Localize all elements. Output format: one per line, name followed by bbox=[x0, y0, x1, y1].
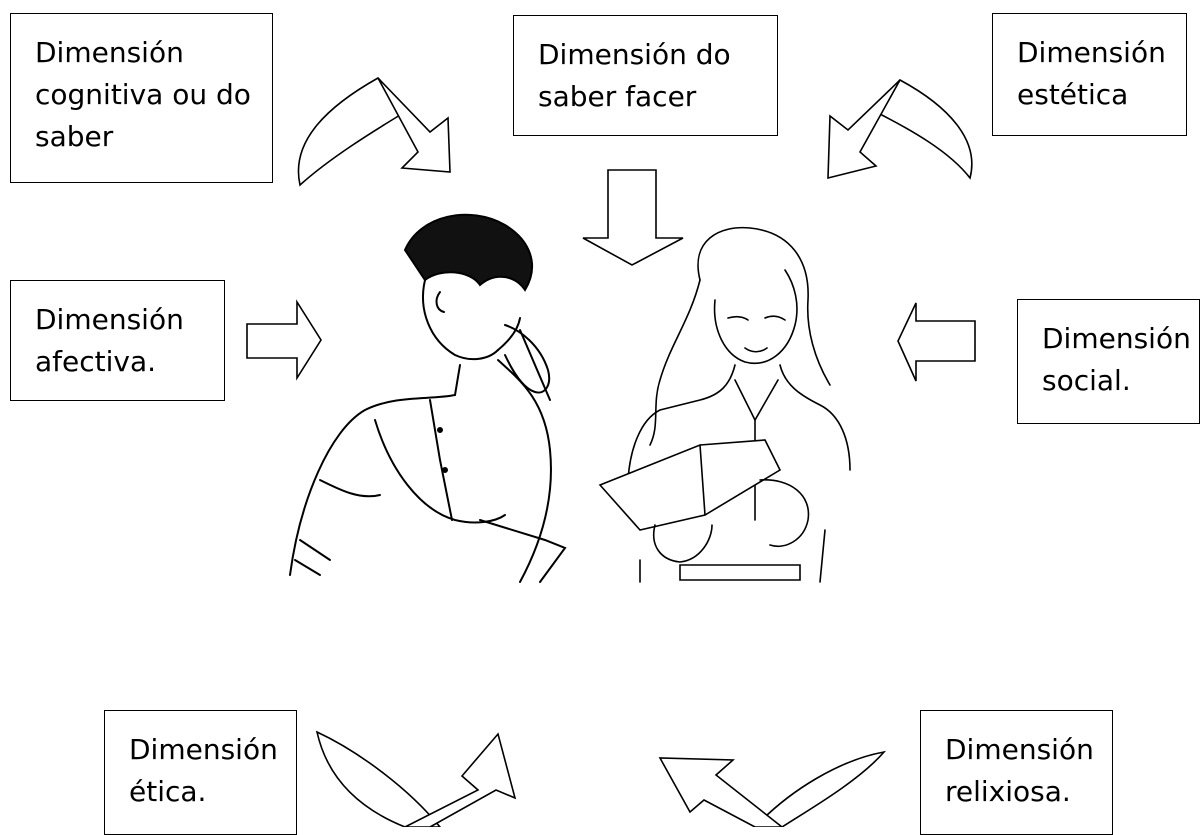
girl-illustration bbox=[598, 226, 851, 583]
box-cognitiva-line-3: saber bbox=[35, 120, 114, 153]
box-etica: Dimensión ética. bbox=[104, 710, 297, 835]
curved-arrow-bottom-left bbox=[315, 730, 517, 827]
box-social: Dimensión social. bbox=[1017, 299, 1200, 424]
box-relixiosa: Dimensión relixiosa. bbox=[920, 710, 1113, 835]
box-estetica-line-1: Dimensión bbox=[1017, 36, 1166, 69]
curved-arrow-top-right bbox=[827, 79, 973, 180]
box-etica-line-2: ética. bbox=[129, 775, 207, 808]
box-saber-facer-line-2: saber facer bbox=[538, 80, 697, 113]
box-etica-line-1: Dimensión bbox=[129, 733, 278, 766]
box-social-line-2: social. bbox=[1042, 364, 1131, 397]
boy-illustration bbox=[289, 213, 567, 583]
curved-arrow-top-left bbox=[297, 76, 451, 187]
box-relixiosa-line-1: Dimensión bbox=[945, 733, 1094, 766]
curved-arrow-bottom-right bbox=[658, 750, 887, 827]
box-estetica: Dimensión estética bbox=[992, 13, 1187, 136]
box-cognitiva-line-2: cognitiva ou do bbox=[35, 78, 251, 111]
box-saber-facer: Dimensión do saber facer bbox=[513, 15, 778, 136]
box-social-line-1: Dimensión bbox=[1042, 322, 1191, 355]
box-afectiva: Dimensión afectiva. bbox=[10, 280, 225, 401]
box-saber-facer-line-1: Dimensión do bbox=[538, 38, 731, 71]
box-cognitiva-line-1: Dimensión bbox=[35, 36, 184, 69]
left-arrow bbox=[897, 302, 976, 382]
box-estetica-line-2: estética bbox=[1017, 78, 1129, 111]
down-arrow bbox=[582, 169, 684, 266]
right-arrow bbox=[246, 299, 322, 381]
box-relixiosa-line-2: relixiosa. bbox=[945, 775, 1071, 808]
box-cognitiva: Dimensión cognitiva ou do saber bbox=[10, 13, 273, 183]
box-afectiva-line-2: afectiva. bbox=[35, 345, 157, 378]
box-afectiva-line-1: Dimensión bbox=[35, 303, 184, 336]
